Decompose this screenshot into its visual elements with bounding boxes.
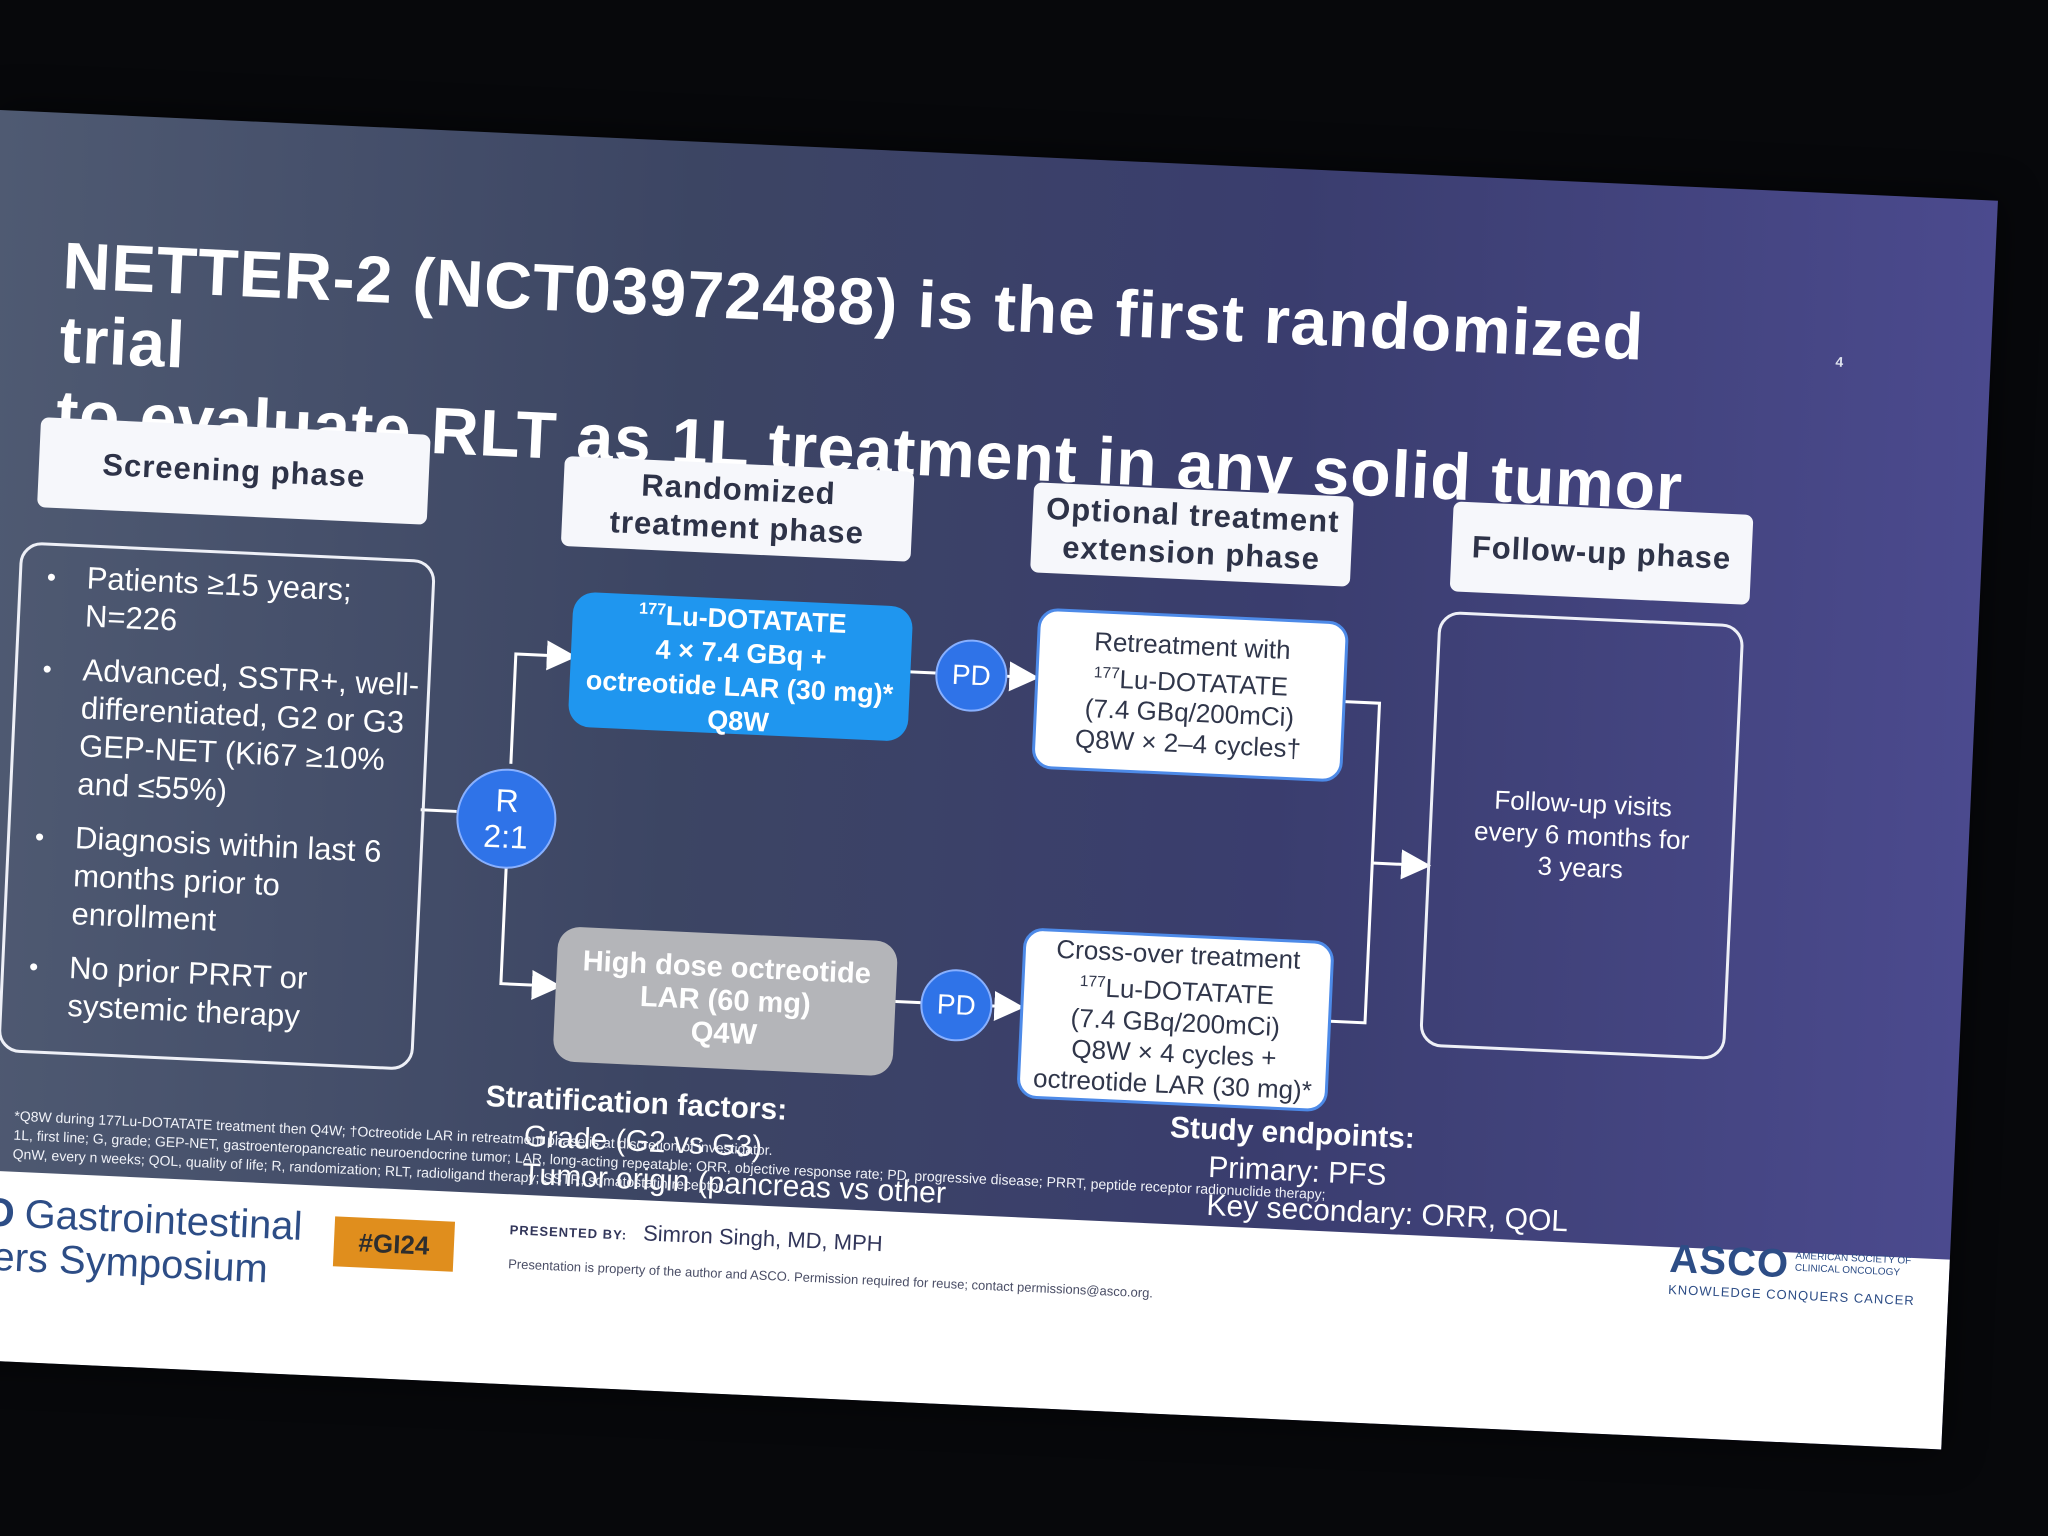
optional-phase-label: Optional treatment extension phase	[1030, 482, 1354, 587]
screening-criteria-list: •Patients ≥15 years; N=226 •Advanced, SS…	[8, 557, 429, 1057]
slide: 4 NETTER-2 (NCT03972488) is the first ra…	[0, 110, 1998, 1260]
followup-phase-label: Follow-up phase	[1449, 501, 1754, 605]
connector-merge-to-followup	[1372, 849, 1432, 880]
crossover-box: Cross-over treatment 177Lu-DOTATATE (7.4…	[1016, 927, 1335, 1113]
connector-crossover-to-followup	[1324, 862, 1374, 1025]
connector-lu-arm-to-pd	[910, 670, 936, 675]
bullet-icon: •	[28, 951, 39, 982]
bullet-icon: •	[42, 653, 53, 684]
connector-octreotide-arm-to-pd	[895, 1000, 921, 1005]
screening-phase-label: Screening phase	[37, 417, 431, 525]
connector-screening-to-r	[420, 808, 457, 813]
bullet-icon: •	[46, 561, 57, 593]
property-notice: Presentation is property of the author a…	[507, 1256, 1154, 1301]
list-item: •Advanced, SSTR+, well-differentiated, G…	[19, 649, 425, 819]
retreatment-box: Retreatment with 177Lu-DOTATATE (7.4 GBq…	[1031, 607, 1350, 783]
symposium-logo: SCO Gastrointestinal ancers Symposium	[0, 1187, 304, 1292]
connector-r-to-octreotide-arm	[499, 863, 562, 1001]
followup-box: Follow-up visits every 6 months for 3 ye…	[1418, 610, 1745, 1061]
list-item: •Diagnosis within last 6 months prior to…	[13, 817, 418, 949]
connector-pd-to-retreatment	[1005, 661, 1040, 692]
hashtag-badge: #GI24	[332, 1216, 456, 1272]
projector-screen: 4 NETTER-2 (NCT03972488) is the first ra…	[0, 110, 1998, 1450]
bullet-icon: •	[34, 821, 45, 852]
connector-retreatment-to-followup	[1339, 699, 1382, 864]
presenter-name: Simron Singh, MD, MPH	[642, 1220, 884, 1257]
connector-r-to-lu-arm	[509, 640, 577, 764]
connector-pd-to-crossover	[990, 991, 1025, 1022]
lu-dotatate-arm: 177Lu-DOTATATE 4 × 7.4 GBq + octreotide …	[567, 591, 914, 742]
randomized-phase-label: Randomized treatment phase	[560, 455, 915, 562]
octreotide-arm: High dose octreotide LAR (60 mg) Q4W	[552, 926, 899, 1077]
flow-connectors	[420, 640, 1432, 1025]
presented-by: PRESENTED BY:Simron Singh, MD, MPH	[509, 1220, 884, 1257]
list-item: •No prior PRRT or systemic therapy	[9, 946, 412, 1040]
